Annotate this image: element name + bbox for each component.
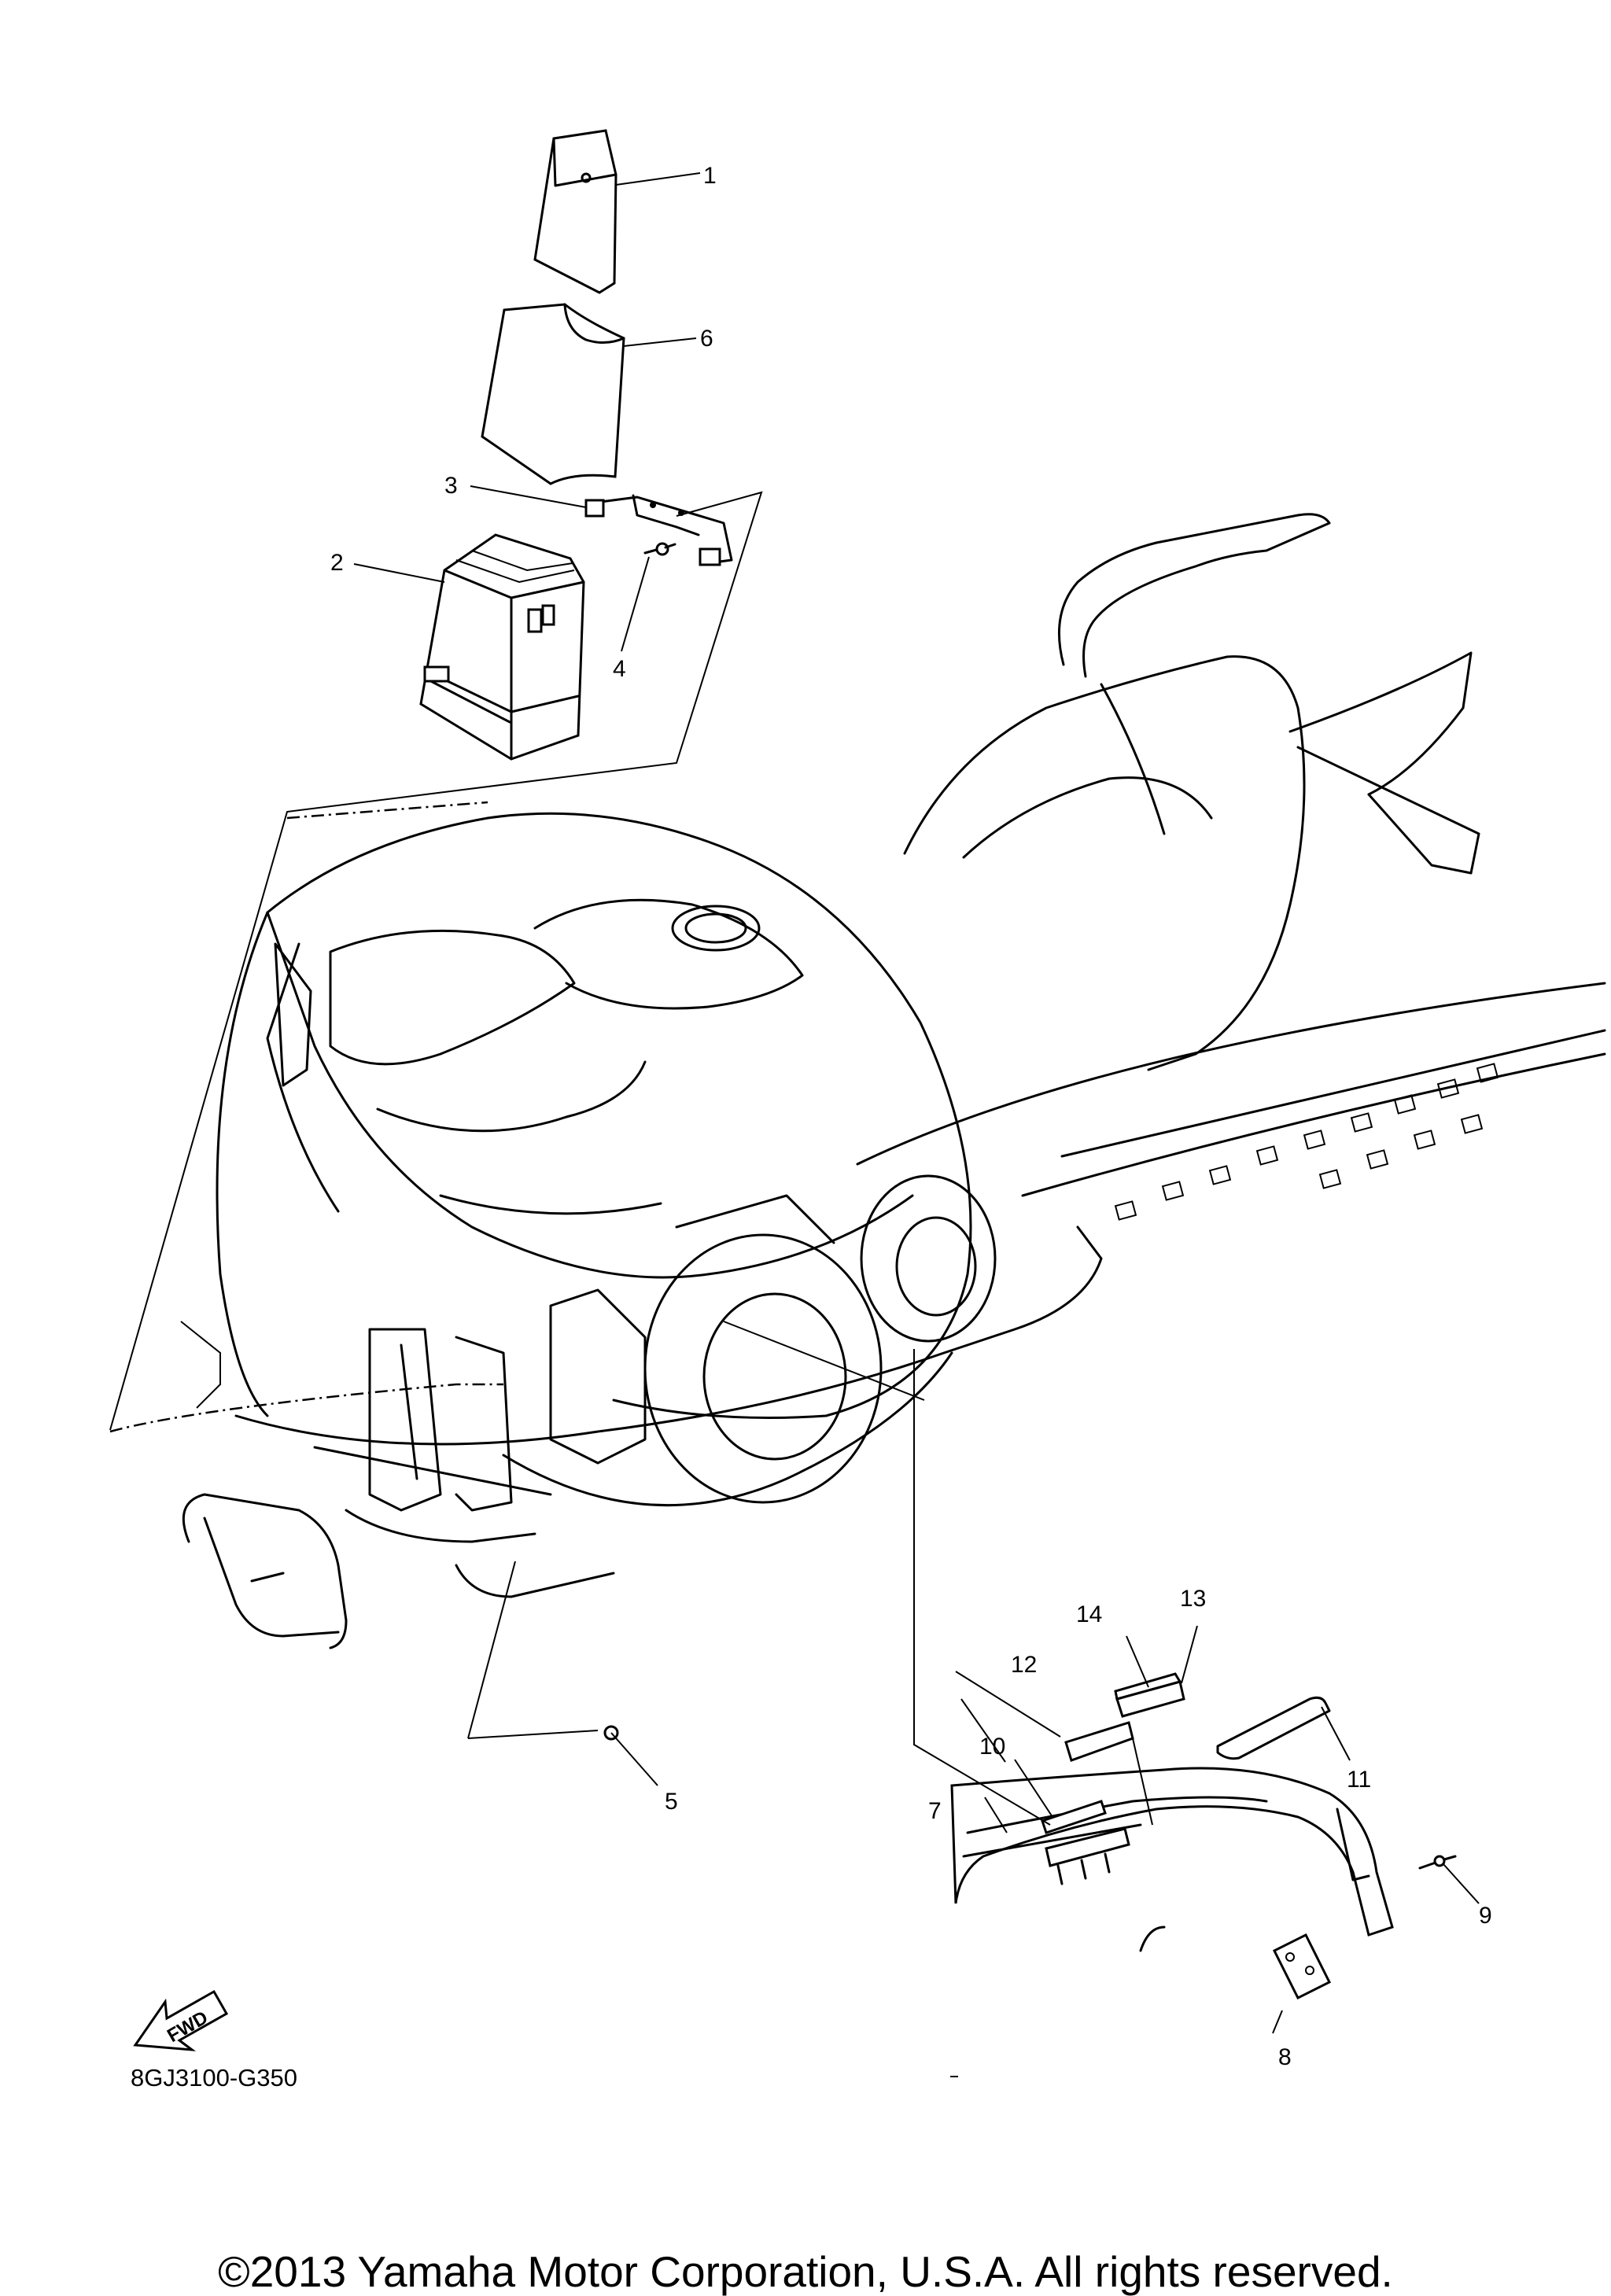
rivet-part-4[interactable] bbox=[643, 542, 676, 556]
case-part-2[interactable] bbox=[419, 533, 585, 761]
callout-2: 2 bbox=[330, 550, 344, 576]
callout-10: 10 bbox=[979, 1734, 1005, 1760]
leader-lines bbox=[353, 172, 1480, 2077]
callout-14: 14 bbox=[1076, 1601, 1102, 1627]
bracket-part-10[interactable] bbox=[1041, 1800, 1130, 1885]
fwd-arrow-icon: FWD bbox=[133, 1989, 229, 2051]
callout-5: 5 bbox=[665, 1789, 678, 1815]
snow-flap-part-7[interactable] bbox=[950, 1767, 1394, 1952]
callout-1: 1 bbox=[703, 163, 717, 189]
label-part-12[interactable] bbox=[1064, 1721, 1134, 1762]
plate-part-8[interactable] bbox=[1272, 1933, 1332, 2000]
callout-6: 6 bbox=[700, 326, 713, 352]
rivet-part-9[interactable] bbox=[1418, 1855, 1457, 1870]
callout-9: 9 bbox=[1479, 1903, 1492, 1929]
callout-11: 11 bbox=[1347, 1767, 1371, 1793]
snowmobile-body bbox=[109, 513, 1606, 1649]
callout-8: 8 bbox=[1278, 2044, 1292, 2070]
strap-part-11[interactable] bbox=[1216, 1696, 1331, 1760]
callout-13: 13 bbox=[1180, 1586, 1206, 1612]
tool-pouch-part-1[interactable] bbox=[533, 129, 617, 294]
callout-3: 3 bbox=[444, 473, 458, 499]
copyright-footer: ©2013 Yamaha Motor Corporation, U.S.A. A… bbox=[218, 2247, 1393, 2296]
cover-part-6[interactable] bbox=[481, 303, 625, 485]
diagram-code: 8GJ3100-G350 bbox=[131, 2064, 297, 2091]
callout-7: 7 bbox=[928, 1798, 942, 1824]
callout-12: 12 bbox=[1011, 1652, 1037, 1678]
callout-4: 4 bbox=[613, 656, 626, 682]
